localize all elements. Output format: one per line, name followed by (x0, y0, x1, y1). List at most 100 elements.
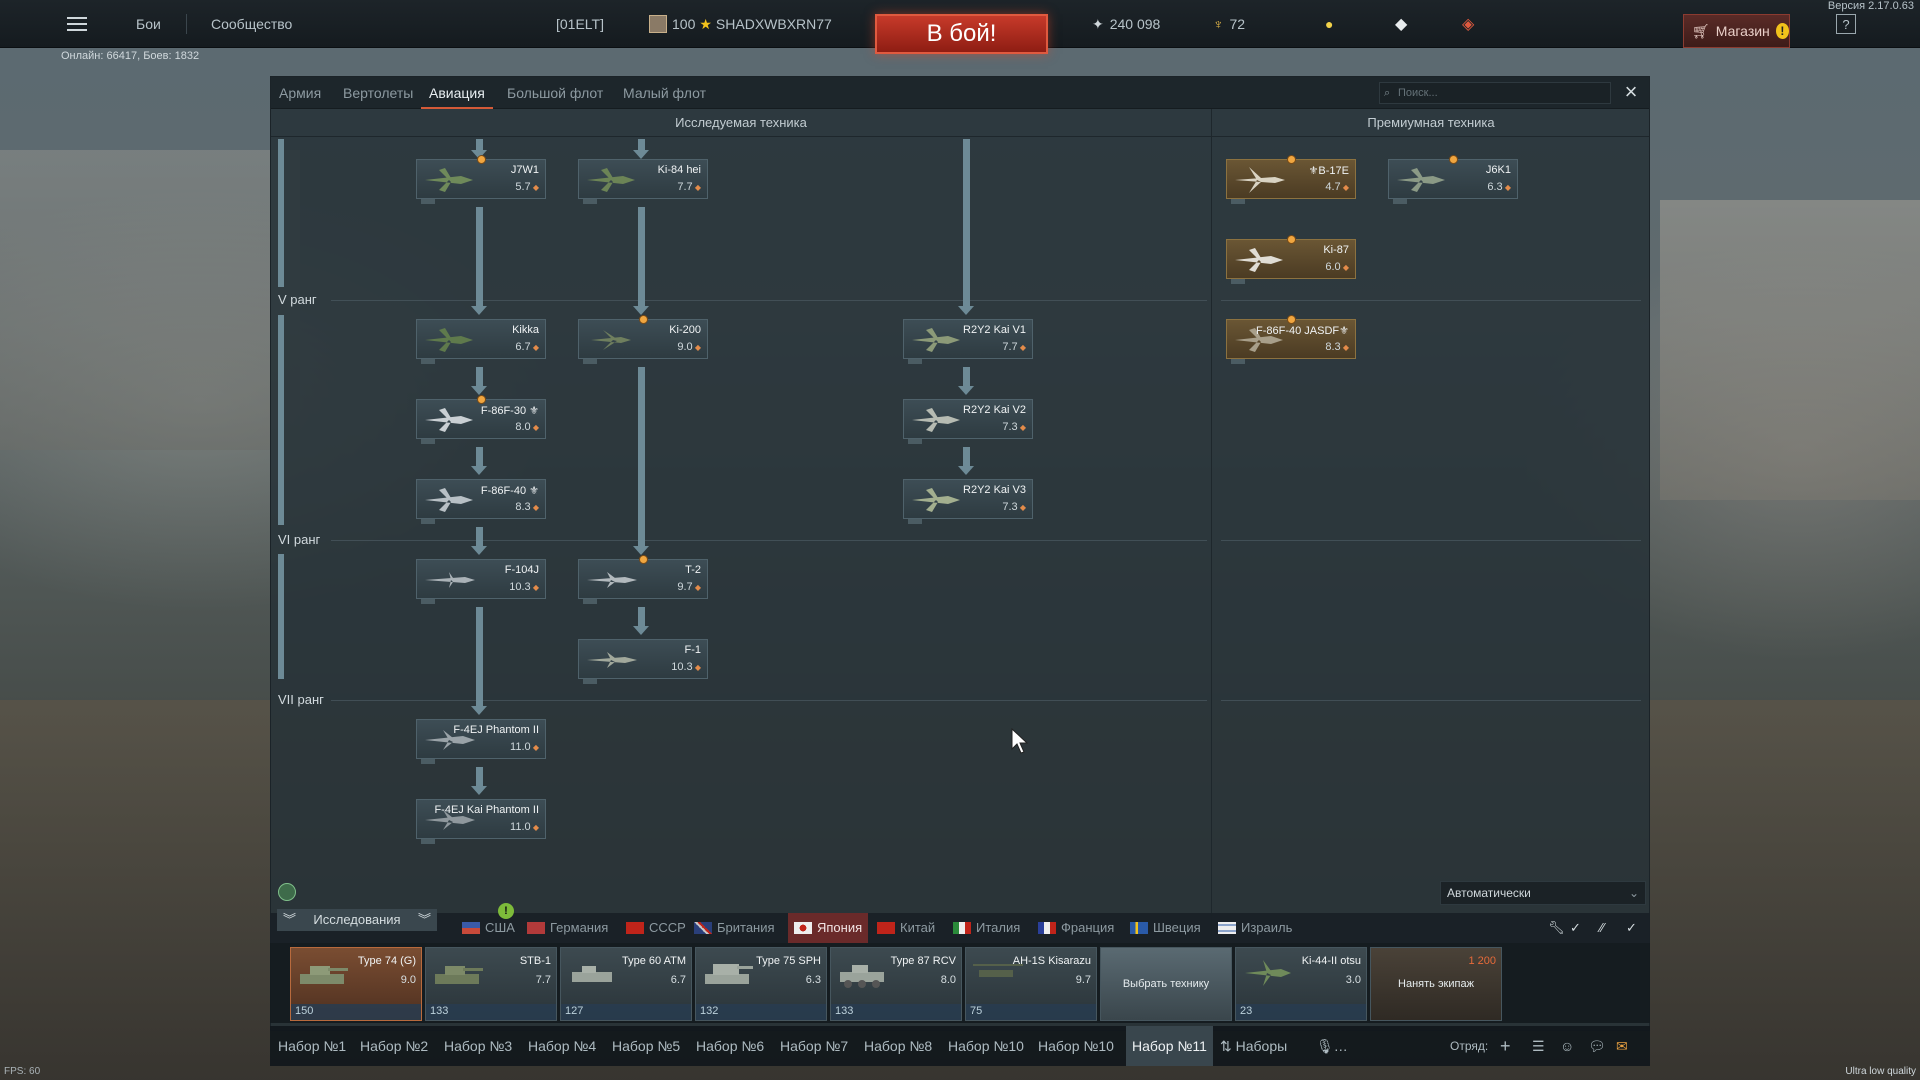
workshop-icon[interactable]: ◆ (1395, 16, 1408, 33)
search-input[interactable]: ⌕ Поиск... (1379, 82, 1611, 104)
nation-israel[interactable]: Израиль (1218, 913, 1292, 943)
shop-button[interactable]: 🛒︎ Магазин ! (1683, 14, 1790, 48)
battle-rating: 8.3 (515, 501, 539, 513)
crew-slot-select-vehicle[interactable]: Выбрать технику (1100, 947, 1232, 1021)
battle-rating: 10.3 (509, 581, 539, 593)
preset-tab-active[interactable]: Набор №11 (1126, 1026, 1213, 1066)
vehicle-name: F-4EJ Phantom II (453, 724, 539, 736)
hire-cost: 1 200 (1468, 955, 1496, 967)
preset-tab[interactable]: Набор №7 (780, 1038, 849, 1054)
vehicle-card-f104j[interactable]: F-104J 10.3 (416, 559, 546, 604)
preset-tab[interactable]: Набор №10 (948, 1038, 1024, 1054)
battle-rating: 9.7 (677, 581, 701, 593)
preset-tab[interactable]: Набор №8 (864, 1038, 933, 1054)
squadron-tag[interactable]: [01ELT] (556, 16, 604, 32)
fps-counter: FPS: 60 (4, 1066, 41, 1077)
vehicle-card-f86f30[interactable]: F-86F-30 ⚜ 8.0 (416, 395, 546, 444)
nation-france[interactable]: Франция (1038, 913, 1114, 943)
tree-arrow (633, 607, 649, 635)
vehicle-card-ki87[interactable]: Ki-87 6.0 (1226, 235, 1356, 284)
tab-bluewater-fleet[interactable]: Большой флот (507, 85, 604, 101)
community-menu[interactable]: Сообщество (211, 16, 293, 32)
tab-aviation[interactable]: Авиация (421, 77, 493, 109)
nation-japan[interactable]: Япония (788, 913, 869, 943)
nation-italy[interactable]: Италия (953, 913, 1020, 943)
help-button[interactable]: ? (1836, 14, 1856, 34)
preset-tab[interactable]: Набор №10 (1038, 1038, 1114, 1054)
preset-tab[interactable]: Набор №3 (444, 1038, 513, 1054)
vehicle-card-f86f40[interactable]: F-86F-40 ⚜ 8.3 (416, 479, 546, 524)
nation-sweden[interactable]: Швеция (1130, 913, 1201, 943)
crew-slot-stb1[interactable]: STB-1 7.7 133 (425, 947, 557, 1021)
nation-germany[interactable]: Германия (527, 913, 608, 943)
lightbulb-icon[interactable]: ● (1325, 16, 1334, 32)
presets-menu-button[interactable]: ⇅ Наборы (1220, 1038, 1288, 1054)
vehicle-card-r2y2-kai-v1[interactable]: R2Y2 Kai V1 7.7 (903, 319, 1033, 364)
preset-tab[interactable]: Набор №6 (696, 1038, 765, 1054)
crew-slot-type87rcv[interactable]: Type 87 RCV 8.0 133 (830, 947, 962, 1021)
tree-arrow (471, 139, 487, 159)
nation-britain[interactable]: Британия (694, 913, 775, 943)
vehicle-card-f4ej-kai[interactable]: F-4EJ Kai Phantom II 11.0 (416, 799, 546, 844)
vehicle-card-j6k1[interactable]: J6K1 6.3 (1388, 155, 1518, 204)
player-profile[interactable]: 100 ★ SHADXWBXRN77 (649, 0, 832, 48)
battles-menu[interactable]: Бои (136, 16, 161, 32)
vehicle-card-ki84-hei[interactable]: Ki-84 hei 7.7 (578, 159, 708, 204)
vehicle-card-b17e[interactable]: ⚜B-17E 4.7 (1226, 155, 1356, 204)
graphics-quality-label: Ultra low quality (1845, 1066, 1916, 1077)
vehicle-card-kikka[interactable]: Kikka 6.7 (416, 319, 546, 364)
notification-icon[interactable]: ! (498, 903, 514, 919)
player-nickname: SHADXWBXRN77 (715, 16, 832, 32)
crew-level: 23 (1240, 1005, 1253, 1017)
mail-icon[interactable]: ✉ (1616, 1038, 1628, 1054)
nation-usa[interactable]: США (462, 913, 515, 943)
nation-china[interactable]: Китай (877, 913, 935, 943)
crew-slot-hire[interactable]: 1 200 Нанять экипаж (1370, 947, 1502, 1021)
repair-icon[interactable]: 🔧︎ (1548, 920, 1565, 935)
coupon-icon[interactable]: ◈ (1462, 16, 1475, 33)
contacts-icon[interactable]: ☺ (1560, 1038, 1575, 1054)
list-icon[interactable]: ☰ (1532, 1038, 1545, 1054)
check-icon[interactable]: ✓ (1570, 920, 1581, 935)
research-toggle-button[interactable]: ︾ Исследования ︾ (277, 909, 437, 931)
crew-level: 133 (835, 1005, 854, 1017)
close-button[interactable]: × (1624, 79, 1638, 104)
chat-icon[interactable]: 💬︎ (1588, 1038, 1606, 1054)
crew-slot-ah1s-kisarazu[interactable]: AH-1S Kisarazu 9.7 75 (965, 947, 1097, 1021)
crew-slot-type74g[interactable]: Type 74 (G) 9.0 150 (290, 947, 422, 1021)
golden-eagles-balance[interactable]: ♆ 72 (1213, 0, 1245, 48)
add-squad-member-icon[interactable]: + (1500, 1036, 1511, 1056)
vehicle-name: STB-1 (519, 955, 551, 967)
play-button[interactable]: В бой! (875, 14, 1048, 54)
crew-slot-type75sph[interactable]: Type 75 SPH 6.3 132 (695, 947, 827, 1021)
tank-icon (300, 966, 348, 984)
vehicle-card-r2y2-kai-v2[interactable]: R2Y2 Kai V2 7.3 (903, 399, 1033, 444)
check-icon[interactable]: ✓ (1626, 920, 1637, 935)
tab-helicopters[interactable]: Вертолеты (343, 85, 414, 101)
main-menu-icon[interactable] (66, 0, 88, 48)
vehicle-card-ki200[interactable]: Ki-200 9.0 (578, 315, 708, 364)
microphone-icon[interactable]: 🎙︎… (1316, 1038, 1348, 1054)
vehicle-card-t2[interactable]: T-2 9.7 (578, 555, 708, 604)
silver-lions-balance[interactable]: ✦ 240 098 (1092, 0, 1160, 48)
preset-tab[interactable]: Набор №4 (528, 1038, 597, 1054)
tab-army[interactable]: Армия (279, 85, 322, 101)
ammo-icon[interactable]: ⁄⁄ (1600, 920, 1605, 935)
aircraft-icon (425, 572, 475, 588)
vehicle-card-f1[interactable]: F-1 10.3 (578, 639, 708, 684)
auto-select-dropdown[interactable]: Автоматически ⌄ (1440, 881, 1646, 905)
vehicle-name: R2Y2 Kai V3 (963, 484, 1026, 496)
preset-tab[interactable]: Набор №1 (278, 1038, 347, 1054)
vehicle-card-f86f40-jasdf[interactable]: F-86F-40 JASDF⚜ 8.3 (1226, 315, 1356, 364)
preset-tab[interactable]: Набор №2 (360, 1038, 429, 1054)
vehicle-card-f4ej[interactable]: F-4EJ Phantom II 11.0 (416, 719, 546, 764)
crew-slot-type60atm[interactable]: Type 60 ATM 6.7 127 (560, 947, 692, 1021)
shield-icon[interactable] (278, 883, 296, 901)
vehicle-card-r2y2-kai-v3[interactable]: R2Y2 Kai V3 7.3 (903, 479, 1033, 524)
preset-tab[interactable]: Набор №5 (612, 1038, 681, 1054)
nation-ussr[interactable]: СССР (626, 913, 686, 943)
tab-coastal-fleet[interactable]: Малый флот (623, 85, 706, 101)
crew-slot-ki44-ii-otsu[interactable]: Ki-44-II otsu 3.0 23 (1235, 947, 1367, 1021)
aircraft-icon (425, 488, 473, 512)
vehicle-card-j7w1[interactable]: J7W1 5.7 (416, 155, 546, 204)
